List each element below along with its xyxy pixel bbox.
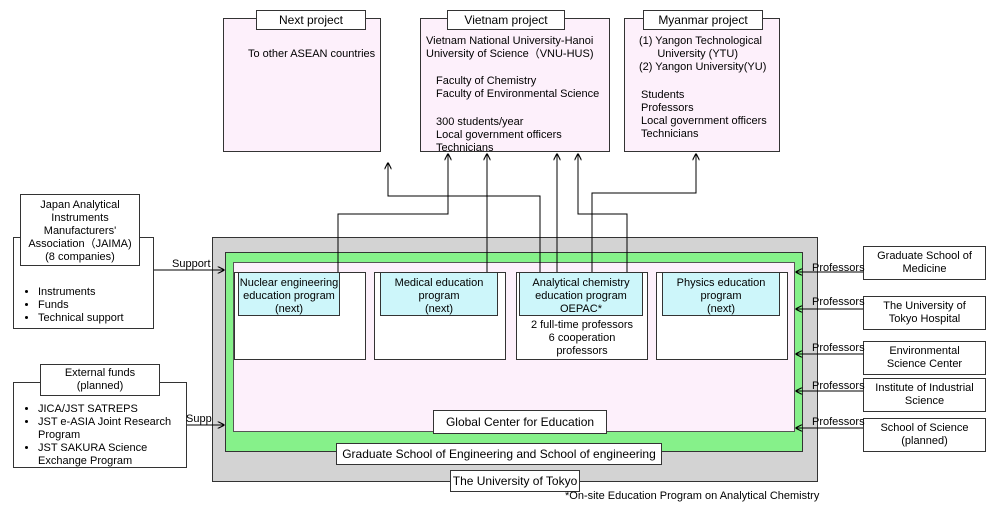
vietnam-people: 300 students/year Local government offic… bbox=[436, 116, 562, 152]
professors-label: Professors bbox=[812, 296, 865, 308]
program-title-medical: Medical education program (next) bbox=[380, 272, 498, 316]
program-title-physics: Physics education program (next) bbox=[662, 272, 780, 316]
professors-label: Professors bbox=[812, 262, 865, 274]
professors-label: Professors bbox=[812, 342, 865, 354]
jaima-items: Instruments Funds Technical support bbox=[20, 286, 150, 325]
jaima-name: Japan Analytical Instruments Manufacture… bbox=[20, 194, 140, 266]
vietnam-university: Vietnam National University-Hanoi Univer… bbox=[426, 35, 594, 60]
contributor-environmental: Environmental Science Center bbox=[863, 341, 986, 375]
external-funds-box bbox=[13, 382, 187, 468]
external-funds-item: JST SAKURA Science Exchange Program bbox=[38, 442, 182, 468]
vietnam-faculties: Faculty of Chemistry Faculty of Environm… bbox=[436, 75, 600, 100]
external-funds-items: JICA/JST SATREPS JST e-ASIA Joint Resear… bbox=[20, 403, 182, 468]
vietnam-project-title: Vietnam project bbox=[447, 10, 565, 30]
university-label: The University of Tokyo bbox=[450, 470, 580, 492]
contributor-hospital: The University of Tokyo Hospital bbox=[863, 296, 986, 330]
jaima-item: Technical support bbox=[38, 312, 150, 325]
myanmar-project-title: Myanmar project bbox=[643, 10, 763, 30]
program-title-analytical: Analytical chemistry education program O… bbox=[519, 272, 643, 316]
external-funds-name: External funds (planned) bbox=[40, 364, 160, 396]
graduate-school-label: Graduate School of Engineering and Schoo… bbox=[336, 443, 662, 465]
jaima-item: Instruments bbox=[38, 286, 150, 299]
myanmar-people: Students Professors Local government off… bbox=[641, 89, 767, 140]
next-project-title: Next project bbox=[256, 10, 366, 30]
myanmar-universities: (1) Yangon Technological University (YTU… bbox=[639, 35, 767, 73]
external-funds-item: JST e-ASIA Joint Research Program bbox=[38, 416, 182, 442]
program-detail-analytical: 2 full-time professors 6 cooperation pro… bbox=[530, 319, 634, 357]
program-title-nuclear: Nuclear engineering education program (n… bbox=[238, 272, 340, 316]
professors-label: Professors bbox=[812, 416, 865, 428]
vietnam-project-box bbox=[420, 18, 610, 152]
professors-label: Professors bbox=[812, 380, 865, 392]
footnote: *On-site Education Program on Analytical… bbox=[565, 490, 820, 502]
contributor-industrial: Institute of Industrial Science bbox=[863, 378, 986, 412]
jaima-item: Funds bbox=[38, 299, 150, 312]
contributor-medicine: Graduate School of Medicine bbox=[863, 246, 986, 280]
jaima-support-label: Support bbox=[172, 258, 211, 270]
external-funds-item: JICA/JST SATREPS bbox=[38, 403, 182, 416]
next-project-text: To other ASEAN countries bbox=[248, 48, 376, 60]
contributor-science: School of Science (planned) bbox=[863, 418, 986, 452]
global-center-label: Global Center for Education bbox=[433, 410, 607, 434]
myanmar-project-box bbox=[624, 18, 780, 152]
next-project-box bbox=[223, 18, 381, 152]
